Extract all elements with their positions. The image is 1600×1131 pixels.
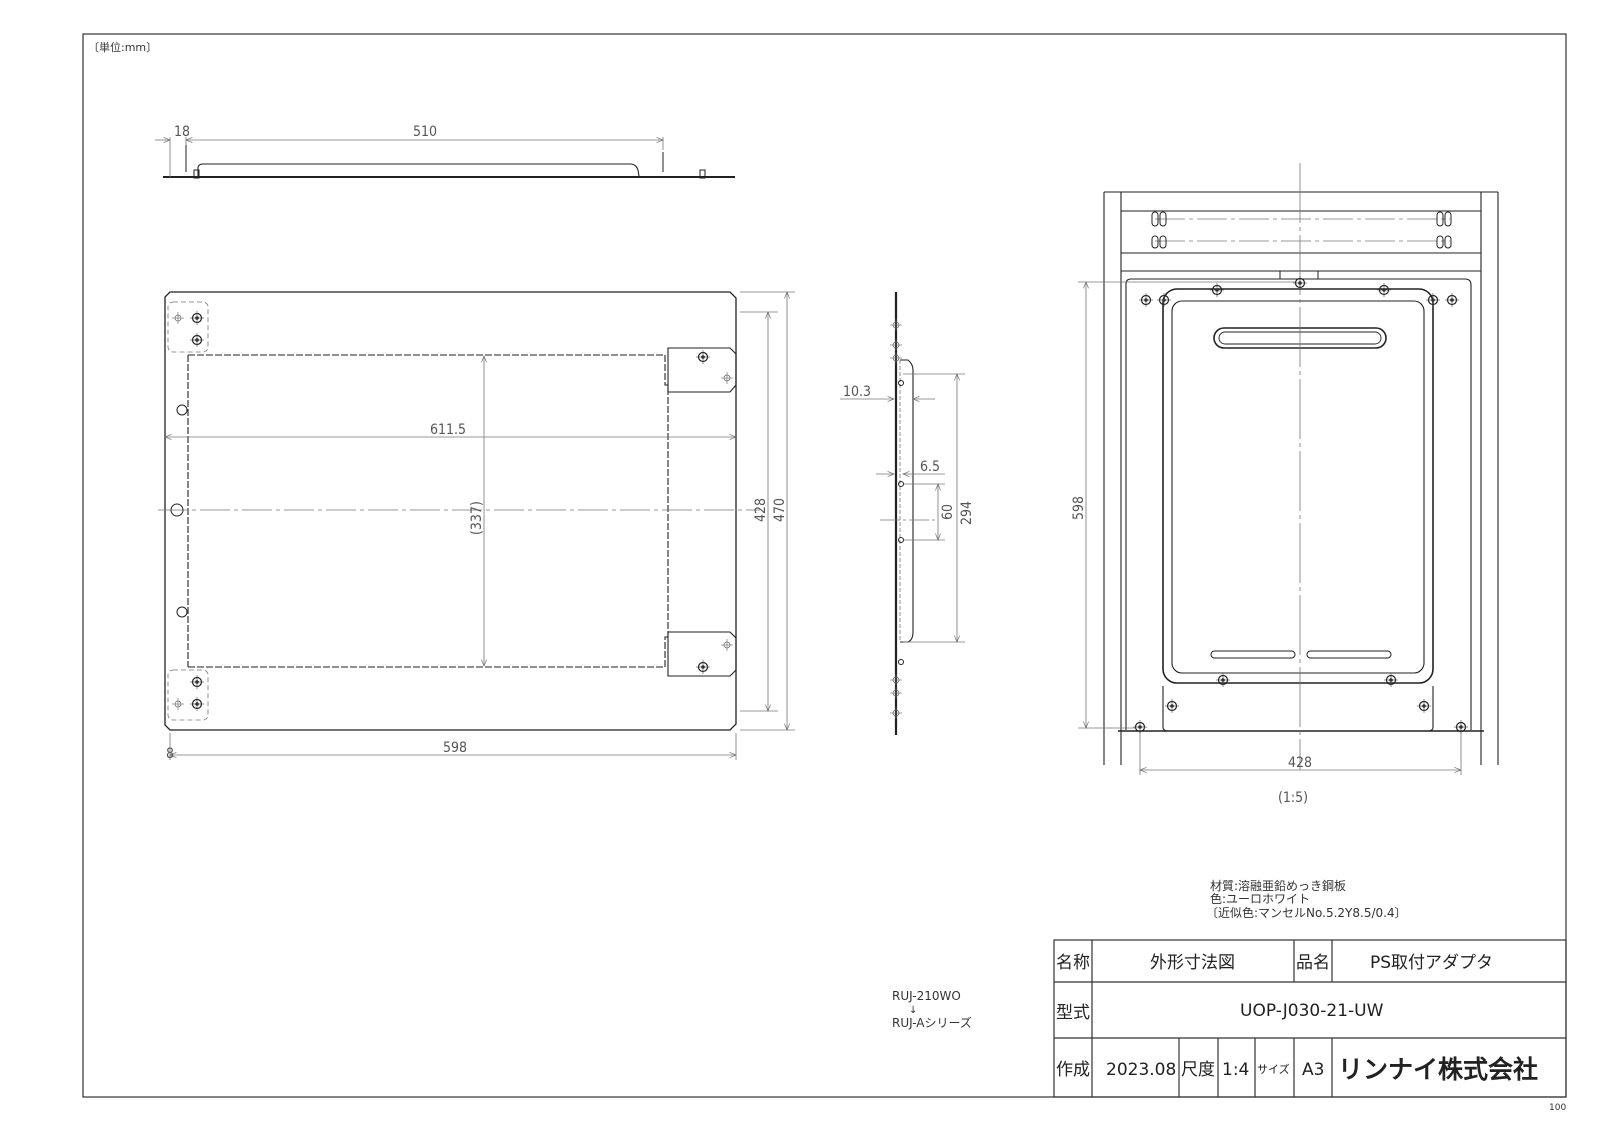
dim-8: 8: [166, 746, 174, 762]
tb-model-value: UOP-J030-21-UW: [1240, 1001, 1384, 1021]
corner-number: 100: [1549, 1103, 1566, 1113]
tb-scale-value: 1:4: [1222, 1060, 1249, 1080]
tb-size-value: A3: [1302, 1060, 1324, 1080]
dim-6-5: 6.5: [920, 459, 940, 475]
dim-470: 470: [772, 498, 788, 522]
tb-name-value: 外形寸法図: [1150, 953, 1235, 973]
tb-product-label: 品名: [1296, 953, 1330, 973]
company-name: リンナイ株式会社: [1338, 1055, 1538, 1084]
tb-model-label: 型式: [1056, 1003, 1090, 1023]
dim-598-install: 598: [1071, 496, 1087, 520]
sheet-border: [82, 33, 1567, 1098]
tb-created-label: 作成: [1056, 1060, 1090, 1080]
unit-label: 〔単位:mm〕: [88, 40, 157, 54]
dim-10-3: 10.3: [843, 384, 871, 400]
dim-294: 294: [959, 501, 975, 525]
compat-from: RUJ-210WO: [892, 989, 961, 1003]
dim-510: 510: [413, 124, 437, 140]
dim-337: (337): [469, 501, 485, 535]
install-view: [1078, 163, 1499, 775]
dim-428-install: 428: [1288, 755, 1312, 771]
note-color: 色:ユーロホワイト: [1210, 892, 1310, 906]
tb-product-value: PS取付アダプタ: [1370, 953, 1493, 973]
dim-598: 598: [443, 740, 467, 756]
side-view: [840, 292, 965, 735]
note-munsell: 〔近似色:マンセルNo.5.2Y8.5/0.4〕: [1206, 906, 1407, 920]
tb-created-value: 2023.08: [1106, 1060, 1176, 1080]
dim-611-5: 611.5: [430, 422, 466, 438]
title-block: [1053, 939, 1567, 1098]
tb-scale-label: 尺度: [1181, 1060, 1215, 1080]
compat-to: RUJ-Aシリーズ: [892, 1015, 972, 1030]
tb-size-label: サイズ: [1257, 1062, 1290, 1076]
top-view: [155, 137, 735, 179]
tb-name-label: 名称: [1056, 953, 1090, 973]
note-material: 材質:溶融亜鉛めっき鋼板: [1210, 878, 1346, 893]
dim-60: 60: [940, 504, 956, 520]
front-view: [158, 292, 795, 760]
dim-18: 18: [174, 124, 190, 140]
install-scale: (1:5): [1278, 790, 1308, 806]
dim-428: 428: [753, 498, 769, 522]
compat-arrow: ↓: [909, 1005, 917, 1016]
